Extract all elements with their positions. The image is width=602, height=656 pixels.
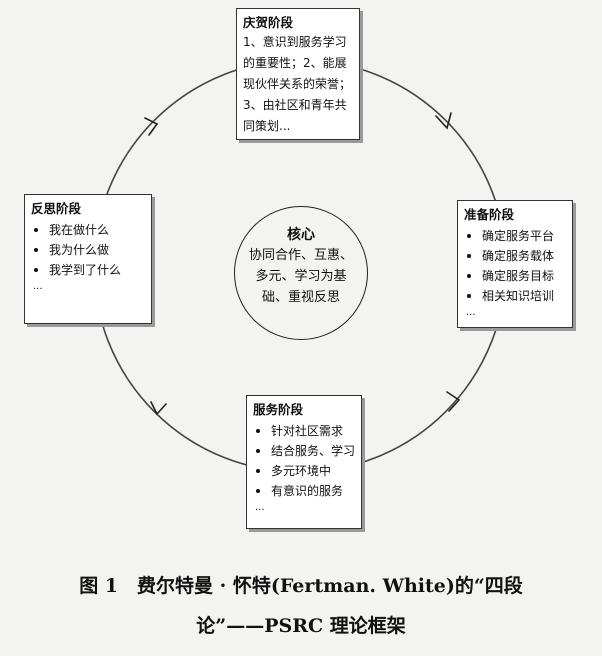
arrowhead-icon [144,117,159,136]
stage-list: 针对社区需求 结合服务、学习 多元环境中 有意识的服务 [253,421,355,501]
stage-reflection-box: 反思阶段 我在做什么 我为什么做 我学到了什么 ... [24,194,152,324]
list-item: 我学到了什么 [31,260,145,280]
stage-preparation-box: 准备阶段 确定服务平台 确定服务载体 确定服务目标 相关知识培训 ... [457,200,573,328]
list-item: 结合服务、学习 [253,441,355,461]
list-item: 相关知识培训 [464,286,566,306]
caption-line-2: 论”——PSRC 理论框架 [196,615,406,637]
list-item: 确定服务载体 [464,246,566,266]
arrowhead-icon [150,401,167,416]
caption-line-1: 图 1 费尔特曼 · 怀特(Fertman. White)的“四段 [79,575,523,597]
list-item: 确定服务目标 [464,266,566,286]
list-item: 我为什么做 [31,240,145,260]
stage-list: 我在做什么 我为什么做 我学到了什么 [31,220,145,280]
list-item: 针对社区需求 [253,421,355,441]
stage-title: 准备阶段 [464,207,515,222]
list-item: 多元环境中 [253,461,355,481]
arrowhead-icon [435,112,452,130]
stage-title: 服务阶段 [253,402,304,417]
core-text: 协同合作、互惠、多元、学习为基础、重视反思 [248,248,353,305]
more-indicator: ... [33,281,43,292]
stage-description: 1、意识到服务学习的重要性；2、能展现伙伴关系的荣誉；3、由社区和青年共同策划.… [243,35,352,133]
arrowhead-icon [446,391,461,412]
stage-celebration-box: 庆贺阶段 1、意识到服务学习的重要性；2、能展现伙伴关系的荣誉；3、由社区和青年… [236,8,360,140]
stage-list: 确定服务平台 确定服务载体 确定服务目标 相关知识培训 [464,226,566,306]
list-item: 确定服务平台 [464,226,566,246]
core-title: 核心 [287,227,315,243]
list-item: 我在做什么 [31,220,145,240]
stage-title: 反思阶段 [31,201,82,216]
figure-caption: 图 1 费尔特曼 · 怀特(Fertman. White)的“四段 论”——PS… [0,566,602,646]
stage-title: 庆贺阶段 [243,15,294,30]
list-item: 有意识的服务 [253,481,355,501]
core-circle: 核心 协同合作、互惠、多元、学习为基础、重视反思 [234,206,368,340]
more-indicator: ... [255,502,265,513]
more-indicator: ... [466,307,476,318]
stage-service-box: 服务阶段 针对社区需求 结合服务、学习 多元环境中 有意识的服务 ... [246,395,362,529]
